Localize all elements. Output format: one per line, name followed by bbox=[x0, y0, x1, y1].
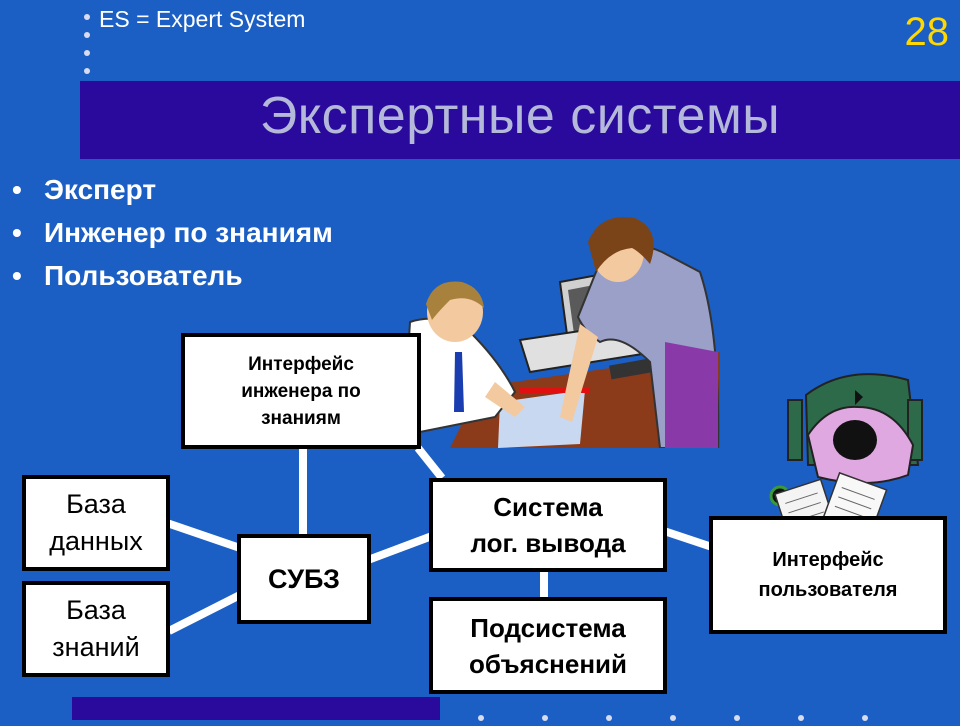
inference-system-box: Система лог. вывода bbox=[429, 478, 667, 572]
list-item-label: Инженер по знаниям bbox=[44, 217, 333, 248]
decorative-dot-column bbox=[84, 14, 90, 86]
knowledge-engineer-interface-box: Интерфейс инженера по знаниям bbox=[181, 333, 421, 449]
decorative-dot-row bbox=[478, 708, 926, 726]
connector-line bbox=[165, 519, 242, 552]
dbms-box: СУБЗ bbox=[237, 534, 371, 624]
bullet-icon: • bbox=[12, 174, 22, 205]
inference-system-label: Система лог. вывода bbox=[470, 492, 626, 558]
knowledge-engineer-interface-label: Интерфейс инженера по знаниям bbox=[241, 353, 361, 429]
database-box: База данных bbox=[22, 475, 170, 571]
connector-line bbox=[662, 527, 714, 551]
list-item-label: Пользователь bbox=[44, 260, 243, 291]
knowledge-base-label: База знаний bbox=[52, 595, 140, 662]
slide-number: 28 bbox=[904, 10, 950, 54]
connector-line bbox=[167, 591, 242, 635]
role-list: • Эксперт • Инженер по знаниям • Пользовате… bbox=[12, 170, 333, 299]
list-item: • Инженер по знаниям bbox=[12, 213, 333, 256]
bullet-icon: • bbox=[12, 217, 22, 248]
user-interface-box: Интерфейс пользователя bbox=[709, 516, 947, 634]
explanation-subsystem-box: Подсистема объяснений bbox=[429, 597, 667, 694]
user-interface-label: Интерфейс пользователя bbox=[758, 549, 898, 601]
footer-band bbox=[72, 697, 440, 720]
knowledge-base-box: База знаний bbox=[22, 581, 170, 677]
list-item: • Пользователь bbox=[12, 256, 333, 299]
connector-line bbox=[414, 445, 446, 481]
title-band bbox=[80, 81, 960, 159]
two-people-at-computer-clipart bbox=[407, 217, 720, 448]
page-title: Экспертные системы bbox=[259, 87, 781, 145]
header-note: ES = Expert System bbox=[99, 6, 306, 32]
dbms-label: СУБЗ bbox=[268, 563, 340, 594]
list-item: • Эксперт bbox=[12, 170, 333, 213]
list-item-label: Эксперт bbox=[44, 174, 157, 205]
connector-line bbox=[366, 532, 434, 564]
explanation-subsystem-label: Подсистема объяснений bbox=[468, 612, 628, 679]
database-label: База данных bbox=[49, 489, 143, 556]
bullet-icon: • bbox=[12, 260, 22, 291]
